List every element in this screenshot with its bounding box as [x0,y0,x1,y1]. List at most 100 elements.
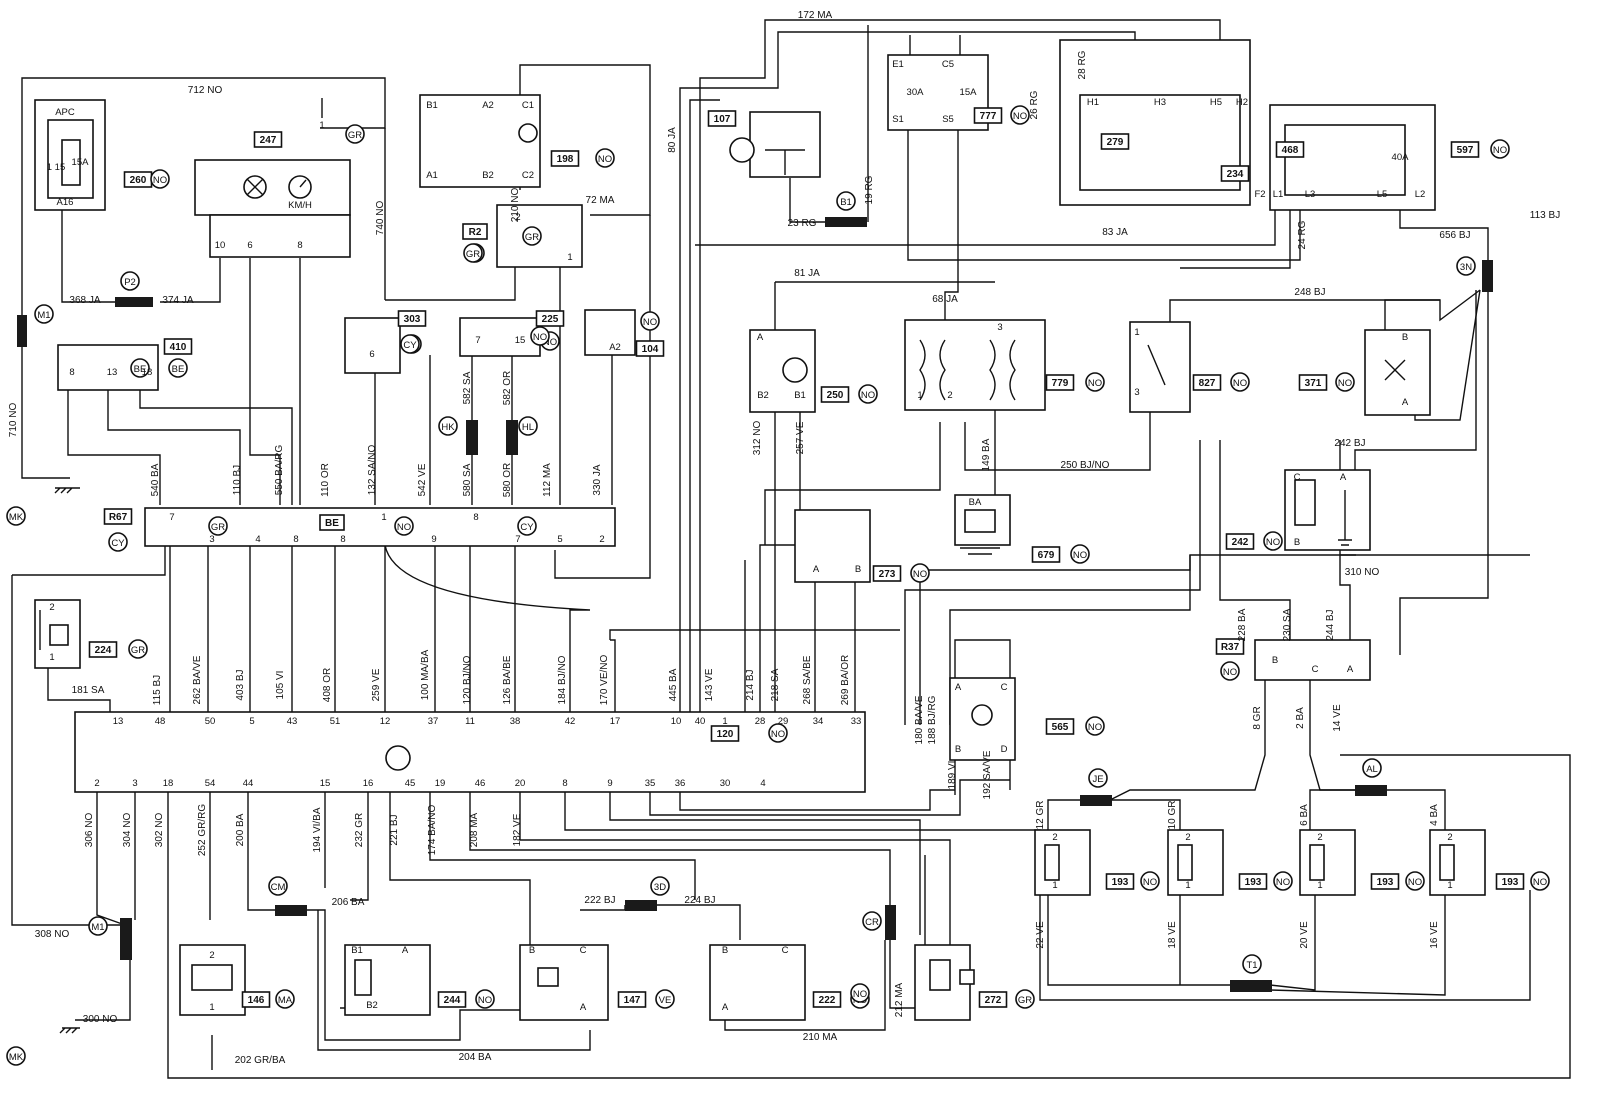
tag-303: 303 [404,314,421,325]
connector-hl-1-frame [518,416,538,436]
pin-260-0: APC [55,107,75,118]
tag-225-no: NO [533,332,547,343]
pin-198-1: A2 [482,100,494,111]
wire-label-18: 248 BJ [1294,287,1325,298]
tag-146-color: MA [278,995,293,1006]
connector-b1-1: B1 [840,197,852,208]
tag-225-no-frame [530,326,550,346]
pin-r67-9: 5 [557,534,562,545]
pin-244-1: A [402,945,409,956]
pin-198-4: B2 [482,170,494,181]
pin-244-2: B2 [366,1000,378,1011]
plug-m1-upper [17,315,27,347]
sensor-146-icon [191,964,233,991]
tag-104-color-frame [640,311,660,331]
tag-193-4-color-frame [1530,871,1550,891]
wire-label-65: 14 VE [1332,704,1343,732]
wire-label-31: 330 JA [592,464,603,495]
battery-icon [964,509,996,533]
tag-r2-gr: GR [525,232,539,243]
tag-244: 244 [444,995,461,1006]
ecu-top-pin-34: 34 [813,716,824,727]
tag-273: 273 [879,569,896,580]
tag-198: 198 [557,154,574,165]
ecu-top-pin-38: 38 [510,716,521,727]
wire-label-56: 218 SA [770,668,781,701]
wire-label-4: 740 NO [375,201,386,236]
tag-193-frame [1105,873,1135,890]
wire-network [11,19,1571,1079]
pin-779-1: 2 [947,390,952,401]
wire-label-2: 368 JA [69,295,100,306]
wire-label-3: 374 JA [162,295,193,306]
pin-193b-0-0: 2 [1185,832,1190,843]
ecu-top-pin-43: 43 [287,716,298,727]
wire-label-8: 23 RG [788,218,817,229]
pin-234-1: L1 [1273,189,1284,200]
connector-cm-1-frame [268,876,288,896]
tag-104-frame [635,340,665,357]
connector-p2-1: P2 [124,277,136,288]
pin-r67-1: 3 [209,534,214,545]
pin-250-0: A [757,332,764,343]
tag-222-frame [812,991,842,1008]
wire-label-86: 300 NO [83,1014,118,1025]
pin-247-0: 1 [319,120,324,131]
tag-r2: R2 [469,227,482,238]
ecu-top-pin-37: 37 [428,716,439,727]
wire-label-68: 302 NO [154,813,165,848]
pin-279-2: H5 [1210,97,1222,108]
ecu-bottom-pin-19: 19 [435,778,446,789]
tag-234-frame [1220,165,1250,182]
pin-250-1: B2 [757,390,769,401]
tag-827: 827 [1199,378,1216,389]
tag-193-2-color: NO [1276,877,1290,888]
connector-m1-1-frame [34,304,54,324]
wire-label-21: 110 BJ [232,465,243,495]
connector-p2-1-frame [120,271,140,291]
tag-273-color: NO [913,569,927,580]
injector-icon [1439,844,1455,881]
pin-260-3: A16 [57,197,74,208]
ecu-bottom-pin-54: 54 [205,778,216,789]
tag-468-frame [1275,141,1305,158]
wire-label-40: 244 BJ [1325,609,1336,640]
pin-193b-0-1: 1 [1185,880,1190,891]
ecu-bottom-pin-46: 46 [475,778,486,789]
tag-193-3-frame [1370,873,1400,890]
pin-410-2: 18 [142,367,153,378]
wire-label-69: 252 GR/RG [197,804,208,856]
wire-label-64: 2 BA [1295,707,1306,729]
connector-m1-1: M1 [37,310,50,321]
tag-410-color-frame [168,358,188,378]
tag-r37: R37 [1221,642,1240,653]
tag-r67-frame [103,508,133,525]
tag-247-color-frame [345,124,365,144]
pin-779-2: 3 [997,322,1002,333]
pin-r67-4: 8 [340,534,345,545]
wire-label-89: 224 BJ [684,895,715,906]
wire-label-16: 81 JA [794,268,820,279]
tag-279: 279 [1107,137,1124,148]
tag-193-2: 193 [1245,877,1262,888]
tag-r37-color-frame [1220,661,1240,681]
pin-273-0: A [813,564,820,575]
ecu-bottom-pin-2: 2 [94,778,99,789]
tag-r67-no: NO [397,522,411,533]
wire-label-38: 228 BA [1237,608,1248,641]
connector-t1-1: T1 [1246,960,1257,971]
pin-198-2: C1 [522,100,534,111]
tag-120-color-frame [768,723,788,743]
wire-label-54: 143 VE [704,668,715,701]
tag-193-3-color: NO [1408,877,1422,888]
tag-410: 410 [170,342,187,353]
injector-icon [1044,844,1060,881]
connector-hl-1: HL [522,422,534,433]
tag-r67-be-frame [319,514,345,531]
pin-468-0: L3 [1305,189,1316,200]
tag-107: 107 [714,114,731,125]
ecu-bottom-pin-15: 15 [320,778,331,789]
tag-225: 225 [542,314,559,325]
tag-371-color: NO [1338,378,1352,389]
